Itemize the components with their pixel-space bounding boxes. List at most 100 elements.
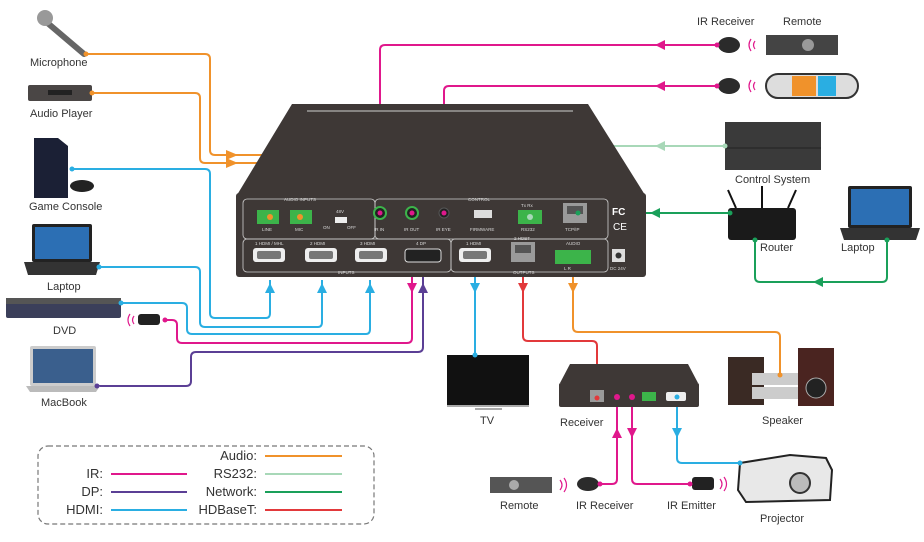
arrow-ir-top-1 bbox=[655, 40, 665, 50]
router-icon bbox=[728, 208, 796, 240]
arrow-ir-bottom-up bbox=[612, 428, 622, 438]
laptop-source: Laptop bbox=[24, 224, 102, 293]
macbook: MacBook bbox=[26, 346, 100, 409]
control-system: Control System bbox=[722, 122, 821, 186]
cable-hdmi-laptop bbox=[99, 266, 323, 328]
ir-receiver-icon bbox=[577, 477, 599, 491]
remote-bottom-icon bbox=[490, 477, 552, 493]
arrow-hdmi-projector bbox=[672, 428, 682, 438]
label-ir-receiver-bottom: IR Receiver bbox=[576, 500, 634, 512]
device-front bbox=[236, 193, 646, 277]
receiver: Receiver bbox=[559, 364, 699, 429]
label-tv: TV bbox=[480, 415, 495, 427]
hdmi-in-2 bbox=[305, 248, 337, 262]
arrow-dp bbox=[418, 283, 428, 293]
label-ir-eye: IR EYE bbox=[436, 227, 451, 232]
arrow-in2 bbox=[317, 283, 327, 293]
arrow-ir-top-2 bbox=[655, 81, 665, 91]
ir-wave-icon bbox=[127, 313, 135, 327]
legend-label-audio: Audio: bbox=[220, 448, 257, 463]
cable-hdbaset bbox=[522, 270, 598, 400]
arrow-in1 bbox=[265, 283, 275, 293]
ir-emitter-dvd-icon bbox=[138, 314, 160, 325]
label-on: ON bbox=[323, 225, 330, 230]
arrow-hdbt bbox=[518, 283, 528, 293]
cable-ir-dvd bbox=[165, 215, 413, 344]
arrow-network-laptop bbox=[813, 277, 823, 287]
game-console-icon bbox=[34, 138, 68, 198]
remote-bottom: Remote bbox=[490, 477, 568, 512]
router: Router bbox=[727, 186, 797, 254]
game-console: Game Console bbox=[29, 138, 102, 213]
projector: Projector bbox=[736, 453, 834, 525]
legend: Audio: IR: RS232: DP: Network: HDMI: HDB… bbox=[37, 445, 375, 525]
label-inputs: INPUTS bbox=[338, 270, 355, 275]
label-speaker: Speaker bbox=[762, 415, 803, 427]
fcc-mark: FC bbox=[612, 207, 625, 218]
ir-emitter-icon bbox=[692, 477, 714, 490]
laptop-right: Laptop bbox=[840, 186, 920, 254]
ir-wave-icon bbox=[559, 477, 568, 493]
hdmi-in-1 bbox=[253, 248, 285, 262]
label-out1: 1 HDMI bbox=[466, 241, 481, 246]
label-48v: 48V bbox=[336, 209, 344, 214]
cable-hdmi-projector bbox=[676, 402, 740, 464]
label-control: CONTROL bbox=[468, 197, 490, 202]
label-dvd: DVD bbox=[53, 325, 76, 337]
firmware-usb-port bbox=[474, 210, 492, 218]
label-outputs: OUTPUTS bbox=[513, 270, 535, 275]
arrow-ir-out bbox=[407, 283, 417, 293]
label-in3: 3 HDMI bbox=[360, 241, 375, 246]
label-audio-out: AUDIO bbox=[566, 241, 581, 246]
cable-ir-receiver-2 bbox=[443, 85, 717, 210]
arrow-audio-out bbox=[568, 283, 578, 293]
label-hdbt: 2 HDBT bbox=[514, 236, 530, 241]
matrix-switcher: AUDIO INPUTS CONTROL INPUTS OUTPUTS LINE… bbox=[236, 104, 646, 277]
legend-label-ir: IR: bbox=[86, 466, 103, 481]
label-tcpip: TCP/IP bbox=[565, 227, 580, 232]
legend-label-network: Network: bbox=[206, 484, 257, 499]
ir-receiver-bottom: IR Receiver bbox=[576, 477, 634, 512]
label-macbook: MacBook bbox=[41, 397, 87, 409]
label-dc: DC 24V bbox=[610, 266, 626, 271]
microphone-icon bbox=[41, 17, 87, 57]
label-ir-in: IR IN bbox=[374, 227, 384, 232]
label-projector: Projector bbox=[760, 513, 804, 525]
speaker: Speaker bbox=[728, 348, 834, 427]
dvd: DVD bbox=[6, 298, 168, 337]
legend-box bbox=[37, 445, 375, 525]
label-audio-inputs: AUDIO INPUTS bbox=[284, 197, 316, 202]
label-in2: 2 HDMI bbox=[310, 241, 325, 246]
legend-label-hdmi: HDMI: bbox=[66, 502, 103, 517]
legend-label-dp: DP: bbox=[81, 484, 103, 499]
label-game-console: Game Console bbox=[29, 201, 102, 213]
audio-player: Audio Player bbox=[28, 85, 95, 120]
ce-mark: CE bbox=[613, 222, 627, 233]
device-top bbox=[237, 104, 645, 195]
tv: TV bbox=[447, 352, 529, 427]
arrow-out-tv bbox=[470, 283, 480, 293]
arrow-ir-bottom-down bbox=[627, 428, 637, 438]
projector-icon bbox=[736, 453, 834, 504]
arrowheads bbox=[265, 40, 823, 438]
label-firmware: FIRMWARE bbox=[470, 227, 494, 232]
hifi-unit-icon bbox=[752, 373, 800, 385]
label-ir-out: IR OUT bbox=[404, 227, 420, 232]
label-rs232-pins: Tx Rx bbox=[521, 203, 533, 208]
ir-receiver-top-2 bbox=[714, 73, 859, 99]
label-audio-lr: L R bbox=[564, 266, 572, 271]
label-off: OFF bbox=[347, 225, 356, 230]
phantom-switch[interactable] bbox=[335, 217, 347, 223]
ir-wave-icon bbox=[748, 38, 756, 52]
arrow-network bbox=[650, 208, 660, 218]
label-receiver: Receiver bbox=[560, 417, 604, 429]
label-rs232: RS232 bbox=[521, 227, 535, 232]
cable-hdmi-game-console bbox=[72, 168, 271, 319]
arrow-audio-1 bbox=[226, 150, 238, 160]
label-audio-player: Audio Player bbox=[30, 108, 93, 120]
label-in1: 1 HDMI / MHL bbox=[255, 241, 284, 246]
legend-label-hdbaset: HDBaseT: bbox=[198, 502, 257, 517]
control-system-icon bbox=[725, 122, 821, 170]
hdmi-out-1 bbox=[459, 248, 491, 262]
